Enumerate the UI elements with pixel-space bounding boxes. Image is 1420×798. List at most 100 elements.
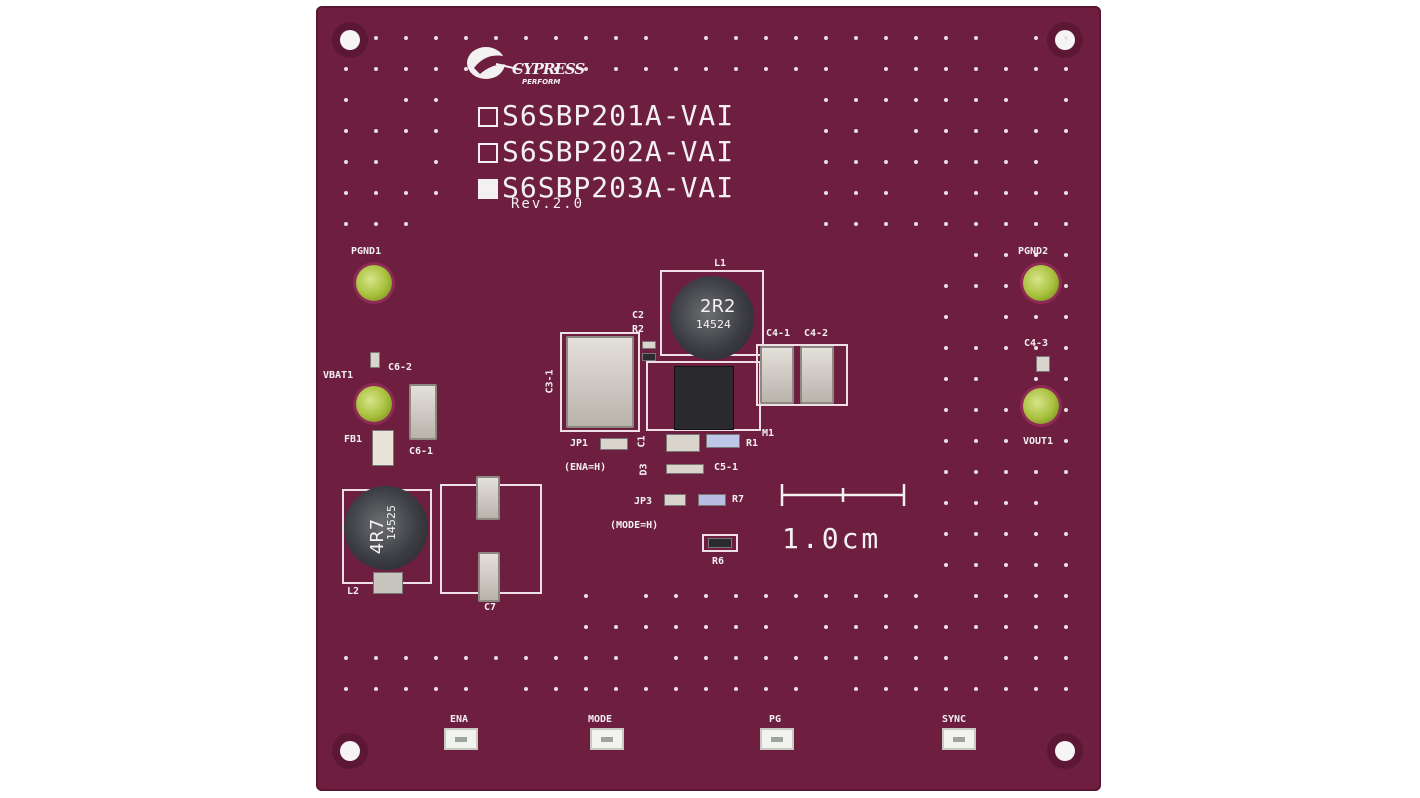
via — [1004, 346, 1008, 350]
vout1-label: VOUT1 — [1023, 436, 1054, 447]
via — [1064, 315, 1068, 319]
vout1-test-point — [1023, 388, 1059, 424]
via — [434, 687, 438, 691]
via — [1064, 532, 1068, 536]
via — [374, 191, 378, 195]
pgnd1-label: PGND1 — [351, 246, 382, 257]
via — [344, 191, 348, 195]
c6-2-label: C6-2 — [388, 362, 413, 373]
via — [944, 315, 948, 319]
c4-2-capacitor — [800, 346, 834, 404]
r1-label: R1 — [746, 438, 759, 449]
via — [974, 408, 978, 412]
via — [494, 36, 498, 40]
vbat1-label: VBAT1 — [323, 370, 354, 381]
d3-label: D3 — [638, 463, 650, 476]
via — [764, 656, 768, 660]
via — [974, 501, 978, 505]
c6-2-capacitor — [370, 352, 380, 368]
l2-pad — [373, 572, 403, 594]
via — [614, 67, 618, 71]
via — [1064, 656, 1068, 660]
via — [944, 439, 948, 443]
via — [704, 67, 708, 71]
via — [974, 36, 978, 40]
pg-connector — [760, 728, 794, 750]
c6-1-capacitor — [409, 384, 437, 440]
m1-label: M1 — [762, 428, 775, 439]
c7-label: C7 — [484, 602, 497, 613]
c4-group-outline — [756, 344, 848, 406]
via — [944, 377, 948, 381]
via — [674, 594, 678, 598]
via — [1034, 594, 1038, 598]
via — [734, 687, 738, 691]
via — [1004, 408, 1008, 412]
via — [1004, 470, 1008, 474]
via — [1034, 656, 1038, 660]
via — [974, 191, 978, 195]
via — [1034, 67, 1038, 71]
via — [914, 687, 918, 691]
via — [794, 36, 798, 40]
l1-value-mark: 2R2 — [700, 296, 736, 317]
via — [404, 36, 408, 40]
via — [944, 687, 948, 691]
via — [1064, 253, 1068, 257]
via — [944, 98, 948, 102]
via — [884, 160, 888, 164]
via — [674, 67, 678, 71]
r7-resistor — [698, 494, 726, 506]
via — [1034, 253, 1038, 257]
jp1-jumper — [600, 438, 628, 450]
via — [944, 625, 948, 629]
via — [1064, 439, 1068, 443]
via — [764, 67, 768, 71]
via — [1004, 98, 1008, 102]
sync-connector-label: SYNC — [942, 714, 967, 725]
via — [764, 687, 768, 691]
via — [554, 687, 558, 691]
sync-connector — [942, 728, 976, 750]
via — [944, 346, 948, 350]
vbat1-test-point — [356, 386, 392, 422]
via — [644, 594, 648, 598]
via — [1064, 98, 1068, 102]
via — [764, 36, 768, 40]
via — [1004, 687, 1008, 691]
via — [914, 160, 918, 164]
via — [824, 160, 828, 164]
c3-1-label: C3-1 — [544, 369, 556, 394]
via — [884, 67, 888, 71]
via — [914, 67, 918, 71]
via — [704, 687, 708, 691]
via — [554, 36, 558, 40]
via — [914, 656, 918, 660]
via — [1034, 191, 1038, 195]
via — [734, 656, 738, 660]
via — [344, 656, 348, 660]
via — [884, 191, 888, 195]
r2-resistor — [642, 353, 656, 361]
via — [374, 687, 378, 691]
via — [404, 129, 408, 133]
via — [1064, 408, 1068, 412]
via — [944, 160, 948, 164]
via — [884, 36, 888, 40]
via — [434, 98, 438, 102]
pgnd1-test-point — [356, 265, 392, 301]
via — [1064, 625, 1068, 629]
via — [944, 36, 948, 40]
via — [434, 191, 438, 195]
via — [1004, 532, 1008, 536]
via — [1064, 222, 1068, 226]
via — [434, 160, 438, 164]
via — [884, 594, 888, 598]
via — [944, 563, 948, 567]
via — [464, 67, 468, 71]
via — [794, 656, 798, 660]
via — [854, 687, 858, 691]
r1-resistor — [706, 434, 740, 448]
cypress-logo: CYPRESS PERFORM — [466, 44, 585, 86]
via — [974, 687, 978, 691]
